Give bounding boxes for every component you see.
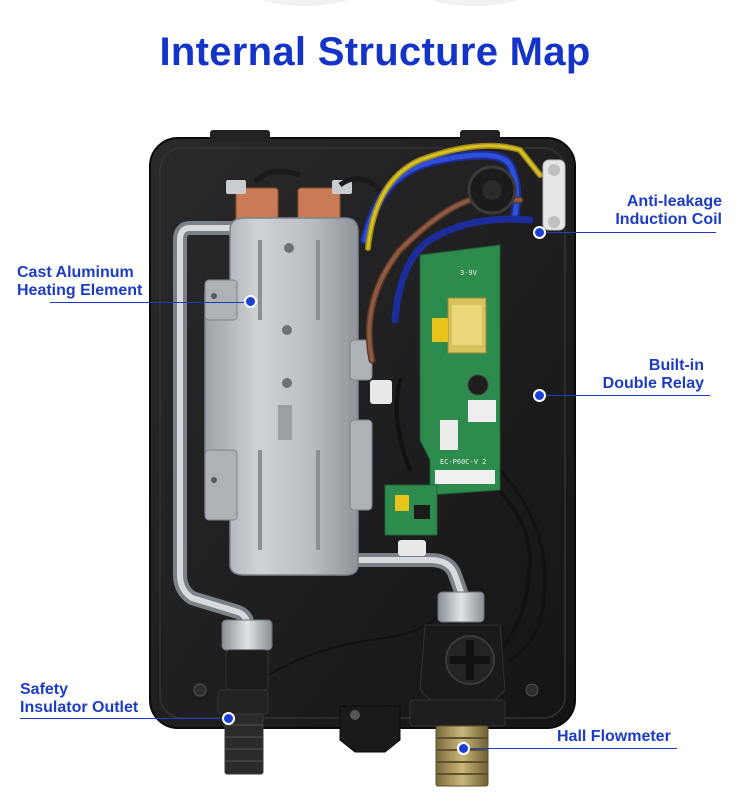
callout-line-cast-aluminum [50, 302, 250, 303]
label-safety-insulator-outlet: Safety Insulator Outlet [20, 681, 138, 717]
label-line-2: Induction Coil [615, 211, 722, 228]
pcb-marking-2: 3-9V [460, 269, 478, 277]
marker-dot-hall-flowmeter [457, 742, 470, 755]
marker-dot-double-relay [533, 389, 546, 402]
label-line-1: Anti-leakage [626, 193, 722, 210]
heating-element-block [204, 217, 373, 576]
top-decoration-left [240, 0, 370, 6]
label-line-2: Insulator Outlet [20, 699, 139, 716]
marker-dot-safety-outlet [222, 712, 235, 725]
label-line-2: Heating Element [17, 282, 143, 299]
steel-pipe [173, 221, 469, 635]
label-line-1: Cast Aluminum [17, 264, 134, 281]
heater-terminals [226, 168, 382, 223]
marker-dot-anti-leakage [533, 226, 546, 239]
callout-line-double-relay [540, 395, 710, 396]
outlet-fitting [217, 619, 273, 775]
label-line-1: Built-in [648, 357, 704, 374]
marker-dot-cast-aluminum [244, 295, 257, 308]
label-hall-flowmeter: Hall Flowmeter [557, 728, 671, 746]
wires [244, 142, 547, 691]
label-line-1: Safety [20, 681, 69, 698]
label-line-2: Double Relay [602, 375, 704, 392]
callout-line-safety-outlet [20, 718, 225, 719]
callout-line-anti-leakage [546, 232, 716, 233]
top-decoration-right [410, 0, 540, 6]
pcb-marking-1: EC-P60C-V 2 [440, 458, 486, 466]
page-title: Internal Structure Map [159, 30, 591, 74]
induction-coil-ring [467, 159, 566, 231]
control-pcb: EC-P60C-V 2 3-9V [419, 244, 501, 496]
label-built-in-double-relay: Built-in Double Relay [580, 357, 704, 393]
label-anti-leakage-induction-coil: Anti-leakage Induction Coil [582, 193, 722, 229]
relay-pcb [370, 380, 438, 556]
label-cast-aluminum-heating-element: Cast Aluminum Heating Element [17, 264, 142, 300]
callout-line-hall-flowmeter [465, 748, 677, 749]
label-line-1: Hall Flowmeter [557, 728, 671, 745]
flowmeter [409, 591, 506, 787]
